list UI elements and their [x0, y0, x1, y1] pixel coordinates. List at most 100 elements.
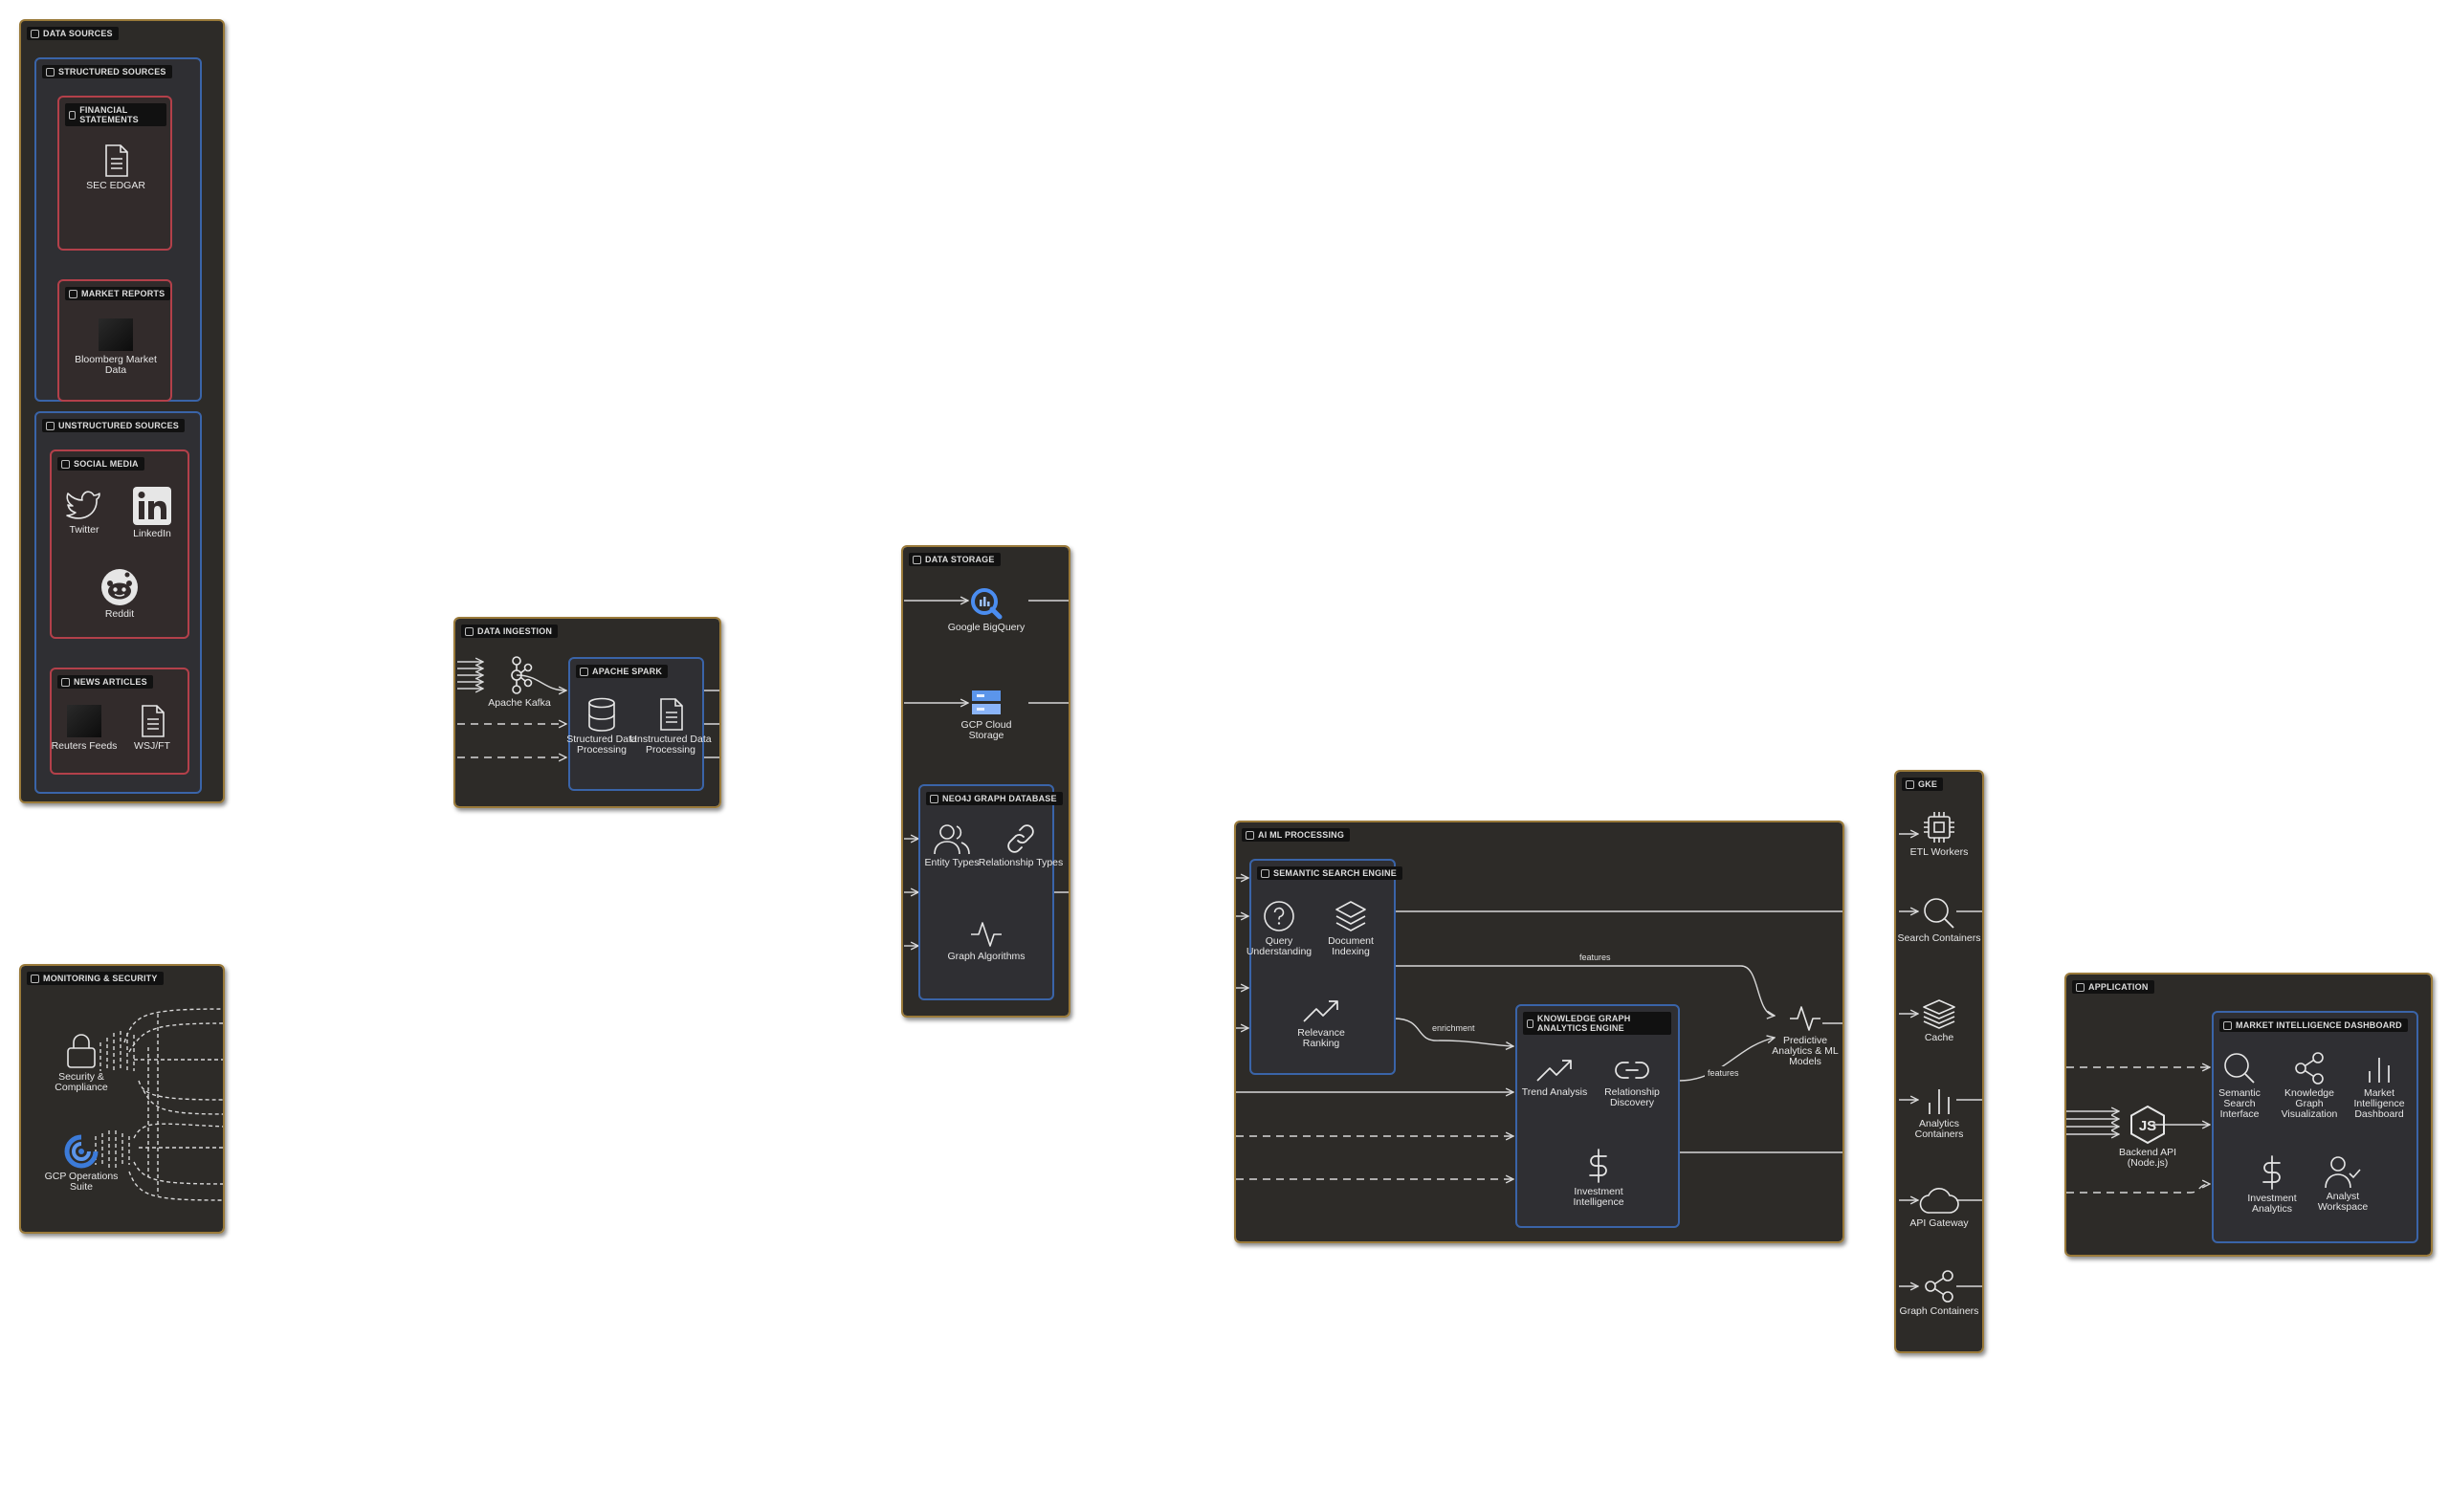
- news-articles-title: NEWS ARTICLES: [57, 675, 153, 689]
- relationship-types-node[interactable]: Relationship Types: [978, 822, 1064, 868]
- market-reports-title: MARKET REPORTS: [65, 287, 170, 300]
- document-icon: [136, 704, 168, 738]
- graph-algorithms-node[interactable]: Graph Algorithms: [943, 920, 1029, 962]
- lock-icon: [64, 1033, 99, 1069]
- semantic-search-interface-node[interactable]: Semantic Search Interface: [2206, 1051, 2273, 1120]
- social-media-title: SOCIAL MEDIA: [57, 457, 144, 471]
- knowledge-graph-analytics-title: KNOWLEDGE GRAPH ANALYTICS ENGINE: [1523, 1012, 1671, 1035]
- search-containers-node[interactable]: Search Containers: [1896, 896, 1982, 944]
- apache-spark-group: APACHE SPARK Structured Data Processing …: [568, 657, 704, 791]
- apache-spark-title: APACHE SPARK: [576, 665, 668, 678]
- stack-icon: [1920, 997, 1958, 1030]
- twitter-icon: [65, 488, 103, 522]
- trend-analysis-node[interactable]: Trend Analysis: [1521, 1056, 1588, 1098]
- document-indexing-node[interactable]: Document Indexing: [1311, 899, 1391, 957]
- wsj-ft-node[interactable]: WSJ/FT: [109, 704, 195, 752]
- monitoring-security-title: MONITORING & SECURITY: [27, 972, 164, 985]
- market-reports-group: MARKET REPORTS Bloomberg Market Data: [57, 279, 172, 402]
- data-sources-panel: DATA SOURCES STRUCTURED SOURCES FINANCIA…: [19, 19, 225, 803]
- application-title: APPLICATION: [2072, 980, 2154, 994]
- share-icon: [1922, 1269, 1956, 1304]
- market-intelligence-dashboard-node[interactable]: Market Intelligence Dashboard: [2343, 1051, 2416, 1120]
- neo4j-group: NEO4J GRAPH DATABASE Entity Types Relati…: [918, 784, 1054, 1000]
- data-sources-title: DATA SOURCES: [27, 27, 119, 40]
- news-articles-group: NEWS ARTICLES Reuters Feeds WSJ/FT: [50, 668, 189, 775]
- structured-sources-title: STRUCTURED SOURCES: [42, 65, 172, 78]
- sec-edgar-node[interactable]: SEC EDGAR: [73, 143, 159, 191]
- structured-sources-group: STRUCTURED SOURCES FINANCIAL STATEMENTS …: [34, 57, 202, 402]
- bigquery-icon: [970, 587, 1003, 620]
- link-2-icon: [1613, 1056, 1651, 1085]
- document-icon: [654, 697, 687, 732]
- search-icon: [1922, 896, 1956, 931]
- graph-containers-node[interactable]: Graph Containers: [1896, 1269, 1982, 1317]
- google-bigquery-node[interactable]: Google BigQuery: [943, 587, 1029, 633]
- monitoring-security-panel: MONITORING & SECURITY Security & Complia…: [19, 964, 225, 1234]
- reddit-node[interactable]: Reddit: [77, 568, 163, 620]
- nodejs-icon: JS: [2129, 1105, 2167, 1145]
- analytics-containers-node[interactable]: Analytics Containers: [1896, 1084, 1982, 1140]
- backend-api-node[interactable]: JS Backend API (Node.js): [2105, 1105, 2191, 1169]
- financial-statements-group: FINANCIAL STATEMENTS SEC EDGAR: [57, 96, 172, 251]
- market-intelligence-dashboard-group: MARKET INTELLIGENCE DASHBOARD Semantic S…: [2212, 1011, 2418, 1243]
- etl-workers-node[interactable]: ETL Workers: [1896, 810, 1982, 858]
- trending-up-icon: [1302, 997, 1340, 1025]
- share-icon: [2292, 1051, 2327, 1085]
- investment-analytics-node[interactable]: Investment Analytics: [2237, 1154, 2307, 1215]
- database-icon: [585, 697, 618, 732]
- bloomberg-node[interactable]: Bloomberg Market Data: [73, 318, 159, 376]
- market-intelligence-dashboard-title: MARKET INTELLIGENCE DASHBOARD: [2219, 1019, 2408, 1032]
- dollar-icon: [2258, 1154, 2286, 1191]
- bar-chart-icon: [1922, 1084, 1956, 1116]
- analyst-workspace-node[interactable]: Analyst Workspace: [2307, 1154, 2378, 1213]
- document-icon: [99, 143, 132, 178]
- gke-panel: GKE ETL Workers Search Containers Cache …: [1894, 770, 1984, 1353]
- semantic-search-engine-group: SEMANTIC SEARCH ENGINE Query Understandi…: [1249, 859, 1396, 1075]
- semantic-search-engine-title: SEMANTIC SEARCH ENGINE: [1257, 866, 1402, 880]
- query-understanding-node[interactable]: Query Understanding: [1246, 899, 1313, 957]
- bar-chart-icon: [2362, 1051, 2396, 1085]
- search-icon: [2222, 1051, 2257, 1085]
- data-storage-title: DATA STORAGE: [909, 553, 1001, 566]
- apache-kafka-node[interactable]: Apache Kafka: [476, 655, 563, 709]
- user-check-icon: [2324, 1154, 2362, 1189]
- ai-ml-processing-panel: AI ML PROCESSING SEMANTIC SEARCH ENGINE …: [1234, 821, 1844, 1243]
- relationship-discovery-node[interactable]: Relationship Discovery: [1584, 1056, 1680, 1108]
- knowledge-graph-analytics-group: KNOWLEDGE GRAPH ANALYTICS ENGINE Trend A…: [1515, 1004, 1680, 1228]
- cpu-icon: [1922, 810, 1956, 844]
- relevance-ranking-node[interactable]: Relevance Ranking: [1278, 997, 1364, 1049]
- bloomberg-logo-icon: [98, 318, 134, 352]
- data-storage-panel: DATA STORAGE Google BigQuery GCP Cloud S…: [901, 545, 1070, 1018]
- help-circle-icon: [1262, 899, 1296, 933]
- predictive-analytics-node[interactable]: Predictive Analytics & ML Models: [1762, 1004, 1848, 1067]
- knowledge-graph-visualization-node[interactable]: Knowledge Graph Visualization: [2269, 1051, 2350, 1120]
- unstructured-sources-group: UNSTRUCTURED SOURCES SOCIAL MEDIA Twitte…: [34, 411, 202, 794]
- activity-icon: [1788, 1004, 1822, 1033]
- cache-node[interactable]: Cache: [1896, 997, 1982, 1043]
- unstructured-data-processing-node[interactable]: Unstructured Data Processing: [628, 697, 714, 756]
- investment-intelligence-node[interactable]: Investment Intelligence: [1555, 1148, 1642, 1208]
- api-gateway-node[interactable]: API Gateway: [1896, 1185, 1982, 1229]
- data-ingestion-title: DATA INGESTION: [461, 625, 558, 638]
- kafka-icon: [505, 655, 534, 695]
- linkedin-node[interactable]: LinkedIn: [109, 486, 195, 539]
- gcp-operations-node[interactable]: GCP Operations Suite: [38, 1134, 124, 1193]
- gke-title: GKE: [1902, 778, 1943, 791]
- data-ingestion-panel: DATA INGESTION Apache Kafka APACHE SPARK…: [453, 617, 721, 808]
- cloud-storage-icon: [970, 689, 1003, 717]
- activity-icon: [969, 920, 1004, 949]
- ai-ml-processing-title: AI ML PROCESSING: [1242, 828, 1350, 842]
- neo4j-title: NEO4J GRAPH DATABASE: [926, 792, 1063, 805]
- application-panel: APPLICATION JS Backend API (Node.js) MAR…: [2064, 973, 2433, 1257]
- reddit-icon: [100, 568, 139, 606]
- cloud-icon: [1919, 1185, 1959, 1216]
- svg-text:JS: JS: [2139, 1118, 2156, 1134]
- users-icon: [933, 822, 971, 855]
- gcp-operations-icon: [62, 1134, 100, 1169]
- link-icon: [1004, 822, 1038, 855]
- unstructured-sources-title: UNSTRUCTURED SOURCES: [42, 419, 185, 432]
- gcp-cloud-storage-node[interactable]: GCP Cloud Storage: [943, 689, 1029, 741]
- reuters-logo-icon: [66, 704, 102, 738]
- security-compliance-node[interactable]: Security & Compliance: [38, 1033, 124, 1093]
